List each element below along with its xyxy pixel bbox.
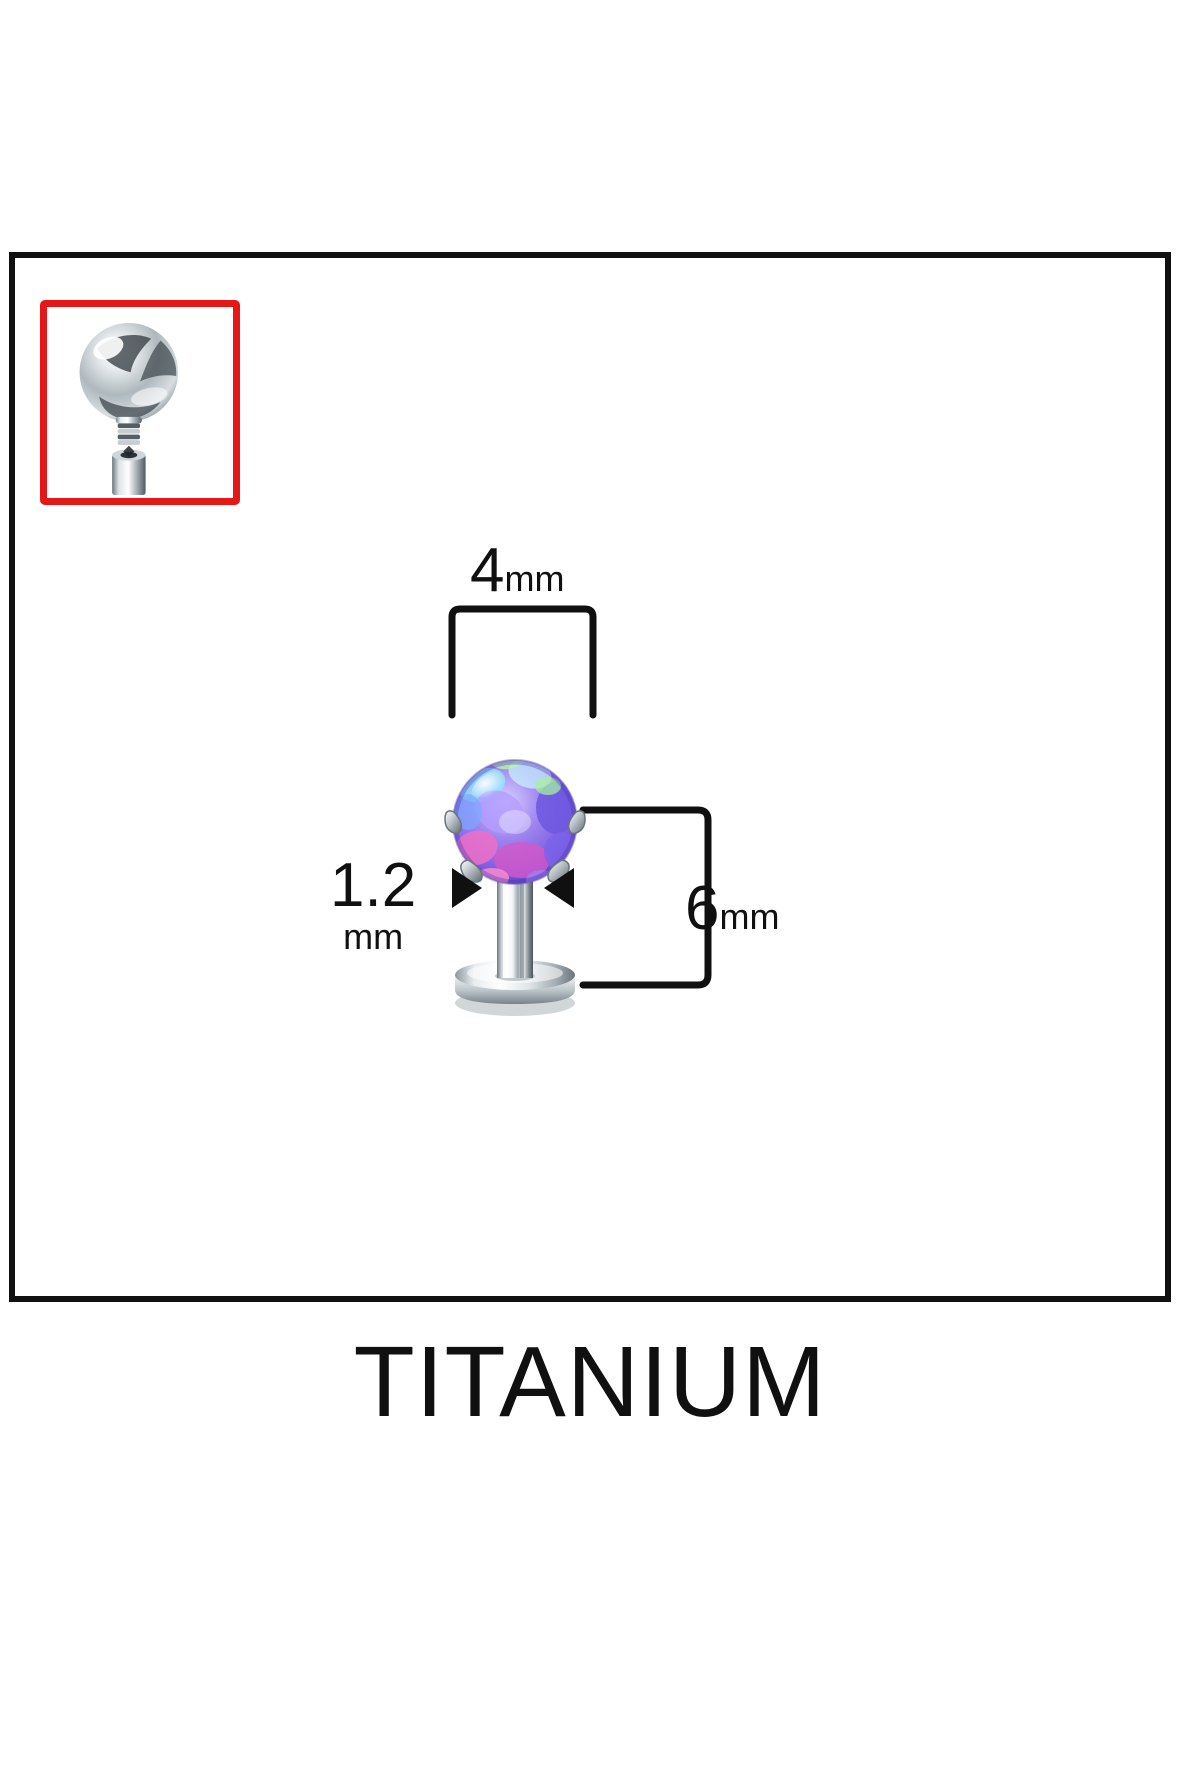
dimension-label-gem-diameter: 4mm	[470, 540, 564, 602]
dimension-unit-12mm: mm	[343, 916, 404, 957]
gauge-arrow-left-icon	[452, 868, 482, 908]
material-caption: TITANIUM	[353, 1326, 827, 1438]
dimension-value-12mm: 1.2	[330, 851, 417, 920]
replacement-ball-inset[interactable]	[40, 300, 240, 505]
dimension-value-4mm: 4	[470, 536, 505, 605]
chrome-ball-icon	[79, 322, 179, 496]
labret-artwork	[444, 605, 712, 1016]
dimension-unit-6mm: mm	[719, 896, 780, 937]
dimension-unit-4mm: mm	[504, 558, 565, 599]
gauge-arrow-right-icon	[544, 868, 574, 908]
dimension-value-6mm: 6	[685, 874, 720, 943]
dimension-label-bar-length: 6mm	[685, 878, 779, 940]
